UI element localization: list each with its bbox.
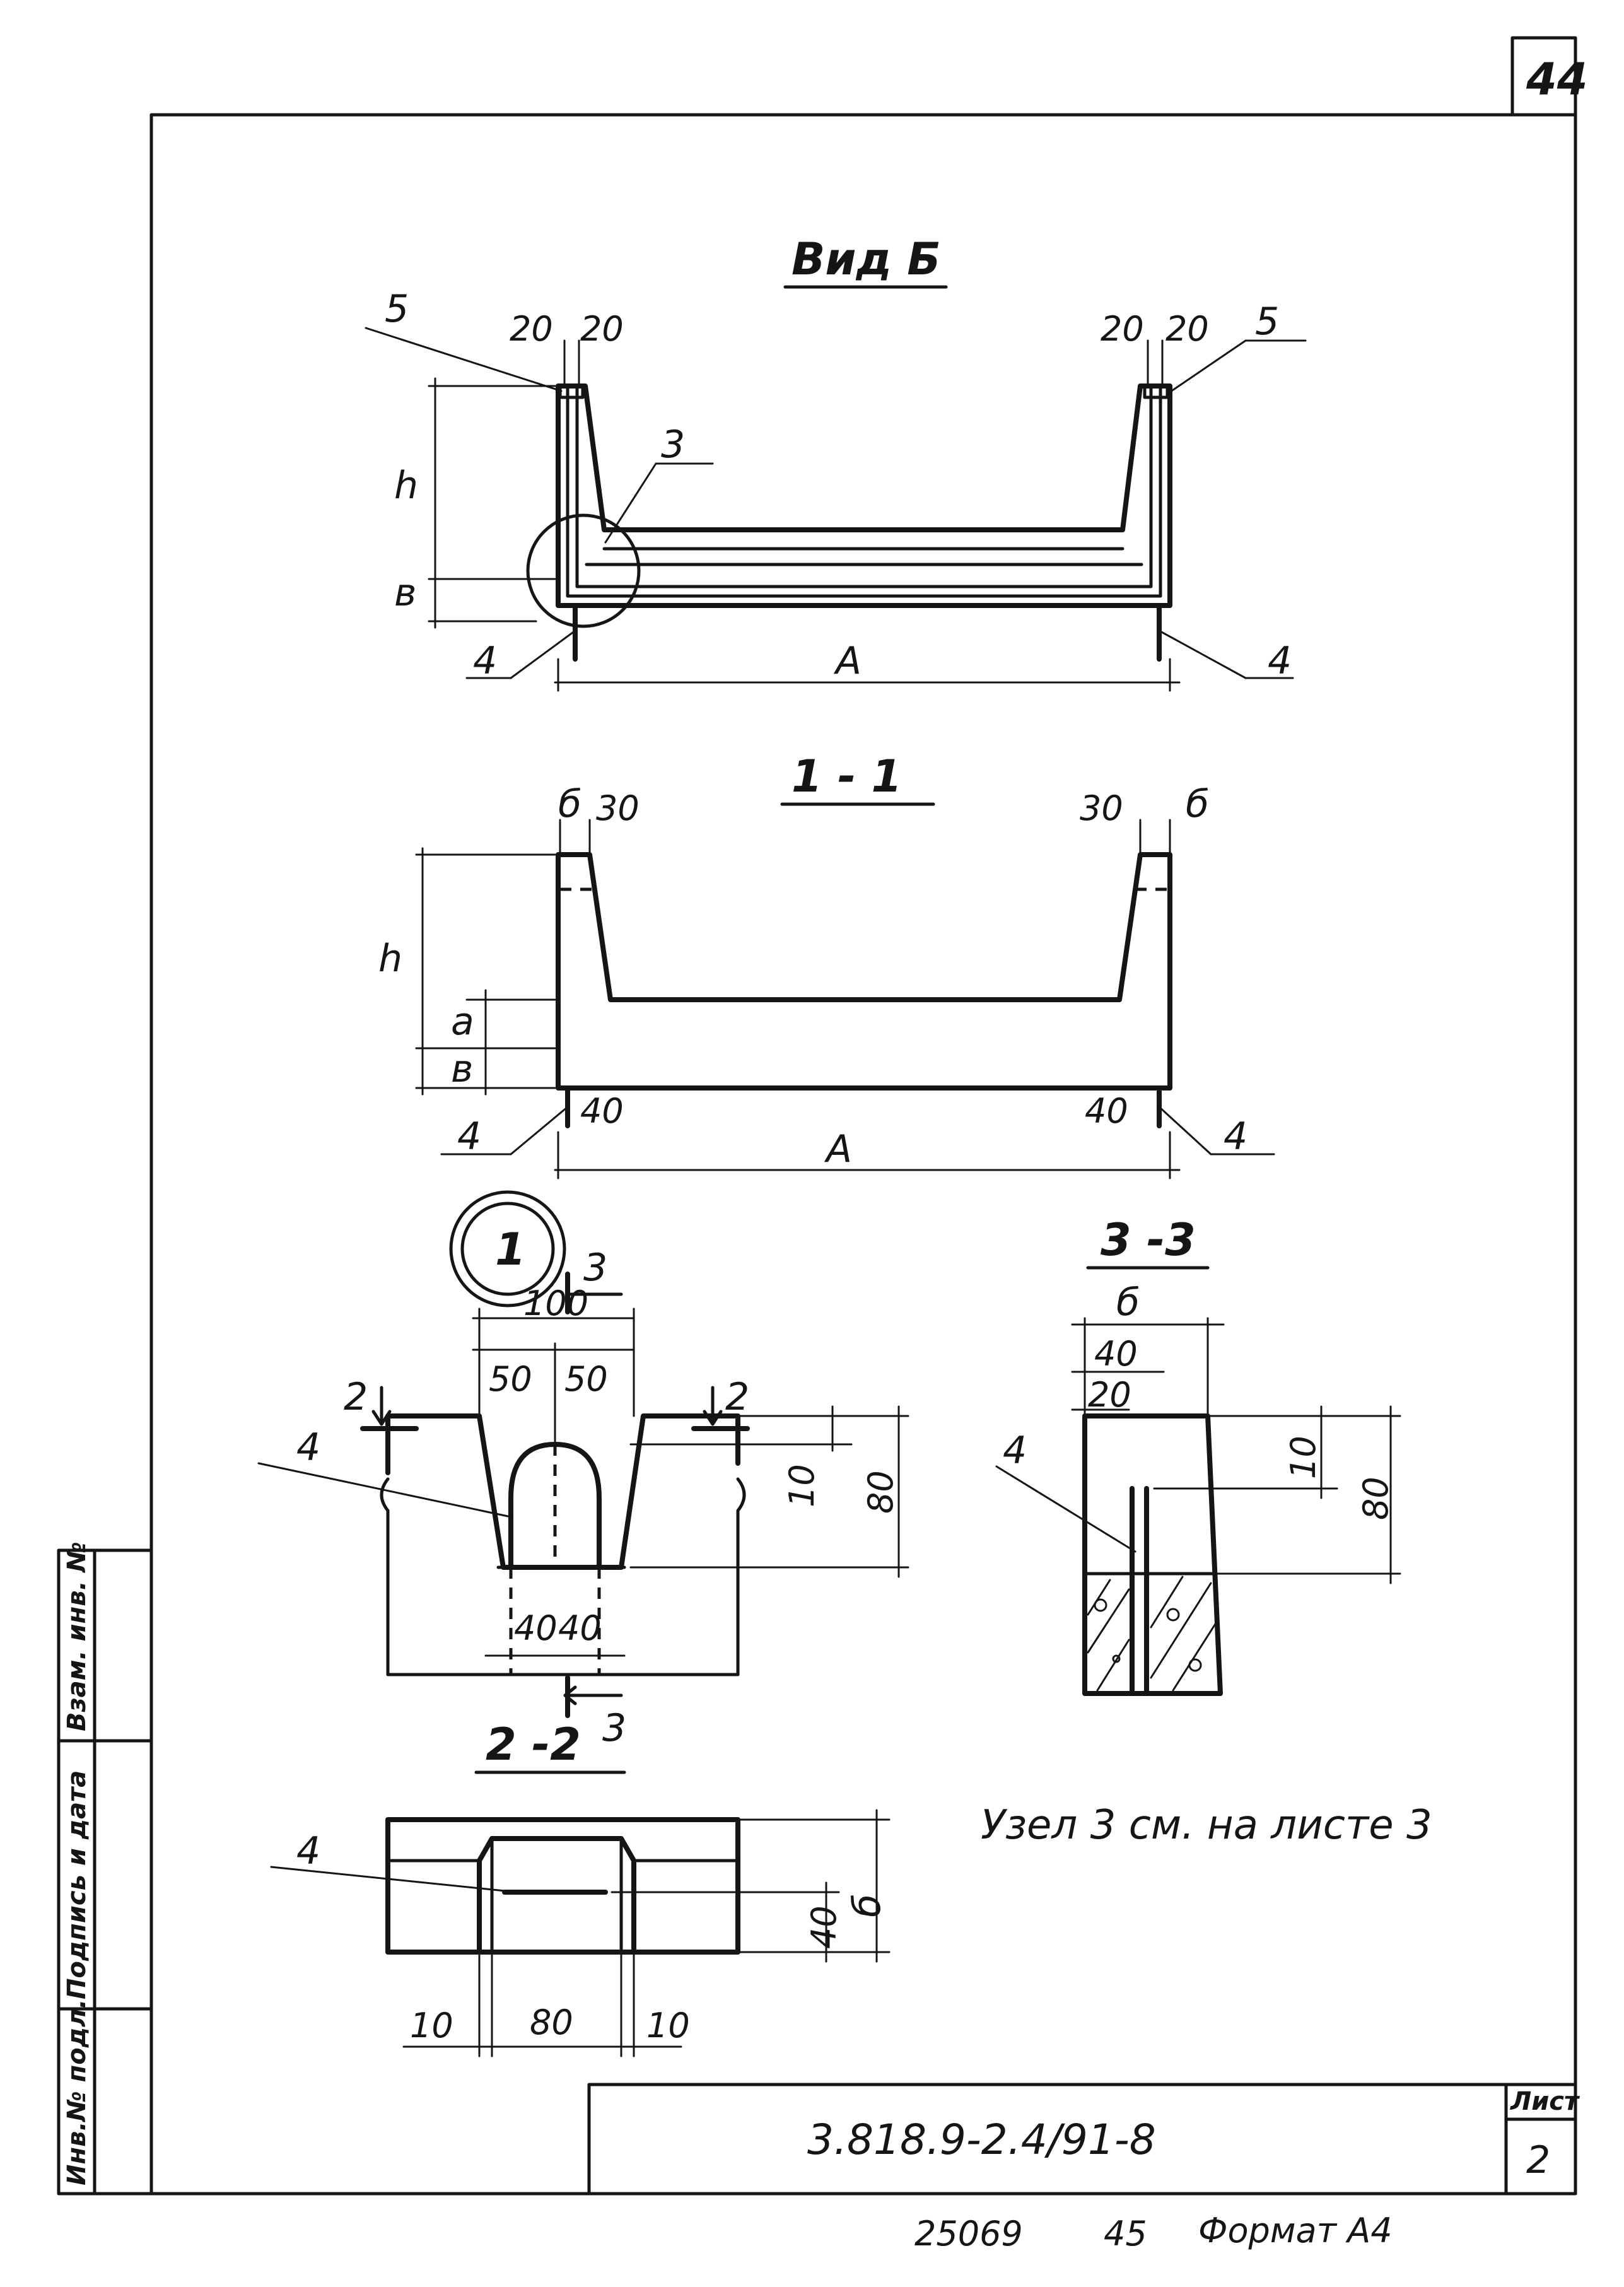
node-1-number: 1 <box>495 1224 526 1275</box>
sheet-label: Лист <box>1510 2087 1580 2116</box>
stamp-sign-date: Подпись и дата <box>62 1770 91 1999</box>
section-1-1-label-4-right: 4 <box>1224 1114 1247 1159</box>
node-1-dim-50-right: 50 <box>564 1359 608 1399</box>
section-2-2-dim-10-left: 10 <box>410 2006 453 2045</box>
section-1-1-dim-h: h <box>378 937 402 981</box>
footer-format: Формат А4 <box>1198 2211 1393 2250</box>
section-2-2: 2 -2 4 40 б 10 80 10 <box>270 1719 891 2057</box>
section-3-3-dim-10: 10 <box>1283 1436 1323 1479</box>
section-3-3-dim-20: 20 <box>1088 1375 1131 1415</box>
footer-copy: 45 <box>1104 2214 1147 2254</box>
sheet-number-top: 44 <box>1526 54 1587 105</box>
sheet-value: 2 <box>1526 2138 1550 2182</box>
section-1-1-dim-30-right: 30 <box>1080 788 1123 828</box>
section-3-3-dim-80: 80 <box>1356 1477 1396 1520</box>
view-b-dim-A: A <box>833 639 862 683</box>
node-1-outer-circle <box>449 1190 566 1307</box>
node-1-profile <box>385 1413 740 1570</box>
node-1-dim-50-left: 50 <box>489 1359 532 1399</box>
section-3-3-label-4: 4 <box>1003 1429 1027 1473</box>
view-b-dim-20-r1: 20 <box>1101 309 1144 349</box>
section-3-3-dim-40: 40 <box>1094 1334 1138 1374</box>
section-2-2-label-4: 4 <box>296 1829 320 1873</box>
section-2-2-dim-80: 80 <box>530 2003 573 2042</box>
section-3-3: 3 -3 б 40 20 4 <box>995 1214 1401 1696</box>
view-b-title: Вид Б <box>792 233 941 285</box>
view-b-node-circle <box>526 513 641 628</box>
view-b-label-4-left: 4 <box>473 639 497 683</box>
section-1-1-dim-40-left: 40 <box>580 1091 624 1131</box>
section-1-1-dim-30-left: 30 <box>596 788 640 828</box>
section-1-1-profile <box>556 852 1172 1091</box>
view-b-label-5-left: 5 <box>385 287 409 331</box>
view-b-dim-20-r2: 20 <box>1165 309 1209 349</box>
node-1-cut-2-left: 2 <box>344 1375 368 1419</box>
section-1-1-dim-40-right: 40 <box>1085 1091 1128 1131</box>
section-3-3-profile <box>1082 1413 1223 1696</box>
view-b-dim-h: h <box>394 464 418 508</box>
sheet-frame <box>57 36 1577 2196</box>
section-1-1-dim-b-right: б <box>1186 782 1209 826</box>
section-2-2-profile <box>385 1817 740 1955</box>
node-1-cut-3-top: 3 <box>583 1246 607 1290</box>
view-b-dim-20-l1: 20 <box>510 309 553 349</box>
section-3-3-title: 3 -3 <box>1101 1214 1196 1266</box>
view-b-label-4-right: 4 <box>1268 639 1292 683</box>
section-2-2-dim-10-right: 10 <box>646 2006 690 2045</box>
section-1-1-label-4-left: 4 <box>457 1114 481 1159</box>
section-1-1-dim-a: a <box>451 1000 474 1044</box>
node-1-dim-10: 10 <box>782 1464 822 1507</box>
node-1-label-4: 4 <box>296 1425 320 1470</box>
view-b-dim-v: в <box>394 571 416 615</box>
view-b-dim-20-l2: 20 <box>580 309 624 349</box>
note-node-3: Узел 3 см. на листе 3 <box>981 1802 1432 1849</box>
node-1-dim-40-right: 40 <box>558 1608 602 1648</box>
node-1-cut-3-bottom: 3 <box>602 1706 626 1750</box>
stamp-inv-podl: Инв.№ подл. <box>62 1999 91 2185</box>
node-1: 1 3 2 2 100 50 50 4 <box>257 1190 909 1750</box>
section-2-2-dim-40: 40 <box>804 1905 844 1949</box>
view-b-label-3: 3 <box>661 423 685 467</box>
node-1-dim-100: 100 <box>523 1284 588 1323</box>
section-2-2-dim-b: б <box>845 1894 889 1917</box>
section-1-1-dim-A: A <box>824 1127 852 1171</box>
stamp-vzam-inv: Взам. инв. № <box>62 1541 91 1731</box>
section-1-1-title: 1 - 1 <box>792 751 902 802</box>
section-3-3-dim-b: б <box>1116 1280 1140 1325</box>
section-2-2-title: 2 -2 <box>486 1719 581 1770</box>
node-1-cut-2-right: 2 <box>725 1375 749 1419</box>
doc-code: 3.818.9-2.4/91-8 <box>807 2115 1156 2164</box>
view-b: Вид Б 20 20 20 20 5 5 3 <box>365 233 1307 692</box>
view-b-channel <box>556 383 1172 608</box>
section-1-1-dim-b-left: б <box>558 782 581 826</box>
section-1-1: 1 - 1 б 30 30 б h a в 4 4 40 40 <box>378 751 1275 1179</box>
section-3-3-hatch <box>1087 1576 1218 1692</box>
section-1-1-dim-v: в <box>451 1047 473 1091</box>
view-b-label-5-right: 5 <box>1255 300 1279 344</box>
node-1-dim-80: 80 <box>861 1470 901 1514</box>
node-1-dim-40-left: 40 <box>514 1608 558 1648</box>
footer-number: 25069 <box>914 2214 1023 2254</box>
